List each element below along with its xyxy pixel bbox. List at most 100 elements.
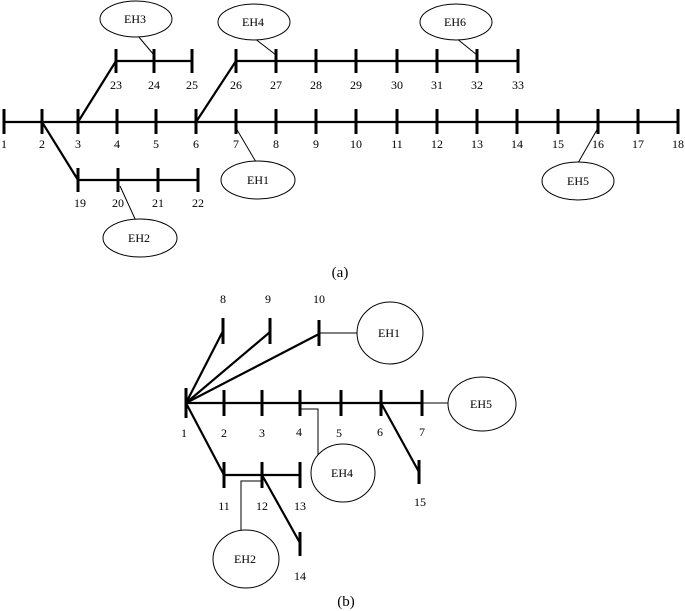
eh3-label: EH3 <box>124 12 146 26</box>
bus-bars-main-a <box>2 109 680 134</box>
energy-hub-eh3: EH3 <box>99 0 173 38</box>
bus-label: 9 <box>313 137 319 151</box>
eh5-ellipse <box>541 161 615 201</box>
eh1-connector <box>235 127 257 163</box>
bus-label: 12 <box>256 499 268 513</box>
bus-label: 8 <box>273 137 279 151</box>
energy-hub-eh5-b: EH5 <box>447 376 517 432</box>
energy-hub-eh4: EH4 <box>217 3 291 41</box>
bus-bars-upper-a <box>114 49 520 73</box>
bus-label: 25 <box>186 78 198 92</box>
bus-label: 6 <box>193 137 199 151</box>
eh2-label: EH2 <box>128 231 150 245</box>
eh6-label: EH6 <box>444 15 466 29</box>
branch-1-11 <box>185 402 225 476</box>
bus-label: 1 <box>181 426 187 440</box>
bus-label: 8 <box>220 292 226 306</box>
bus-label: 18 <box>672 137 684 151</box>
branch-3-23 <box>77 60 117 123</box>
energy-hub-eh1-b: EH1 <box>356 301 424 365</box>
bus-label: 6 <box>377 425 383 439</box>
bus-label: 16 <box>592 137 604 151</box>
bus-label: 11 <box>218 499 230 513</box>
caption-a: (a) <box>332 265 349 281</box>
bus-label: 15 <box>414 495 426 509</box>
eh2-b-ellipse <box>212 529 280 589</box>
bus-label: 24 <box>148 78 160 92</box>
bus-label: 17 <box>632 137 644 151</box>
bus-label: 19 <box>74 196 86 210</box>
bus-label: 15 <box>552 137 564 151</box>
bus-label: 14 <box>511 137 523 151</box>
energy-hub-eh6: EH6 <box>419 3 493 41</box>
bus-label: 14 <box>294 569 306 583</box>
eh4-connector <box>253 37 277 56</box>
bus-label: 10 <box>313 292 325 306</box>
energy-hub-eh2-b: EH2 <box>212 529 280 589</box>
eh4-b-label: EH4 <box>331 466 353 480</box>
bus-label: 11 <box>391 137 403 151</box>
eh1-label: EH1 <box>247 173 269 187</box>
energy-hub-eh1: EH1 <box>220 160 296 200</box>
bus-label: 21 <box>152 196 164 210</box>
bus-label: 2 <box>221 426 227 440</box>
eh1-b-ellipse <box>356 301 424 365</box>
bus-label: 23 <box>110 78 122 92</box>
bus-label: 3 <box>75 137 81 151</box>
eh3-connector <box>137 35 155 56</box>
branch-1-9 <box>185 331 271 404</box>
bus-label: 9 <box>265 292 271 306</box>
bus-label: 7 <box>233 137 239 151</box>
eh2-b-connector <box>240 480 262 537</box>
eh5-b-ellipse <box>447 376 517 432</box>
bus-bars-lower-a <box>76 168 200 192</box>
bus-labels-b: 1 2 3 4 5 6 7 8 9 10 11 12 13 14 15 <box>181 292 426 583</box>
energy-hub-eh5: EH5 <box>541 161 615 201</box>
caption-b: (b) <box>337 594 355 610</box>
eh1-ellipse <box>220 160 296 200</box>
diagram-b: 1 2 3 4 5 6 7 8 9 10 11 12 13 14 15 EH1 <box>181 292 517 610</box>
eh4-label: EH4 <box>242 15 264 29</box>
branch-6-15 <box>380 402 420 473</box>
eh3-ellipse <box>99 0 173 38</box>
eh5-label: EH5 <box>567 174 589 188</box>
energy-hub-eh4-b: EH4 <box>310 443 376 503</box>
bus-label: 12 <box>431 137 443 151</box>
eh2-b-label: EH2 <box>234 552 256 566</box>
energy-hub-eh2: EH2 <box>102 218 178 258</box>
eh6-ellipse <box>419 3 493 41</box>
bus-label: 28 <box>310 78 322 92</box>
bus-label: 7 <box>419 425 425 439</box>
bus-label: 20 <box>112 196 124 210</box>
eh5-connector <box>577 127 599 164</box>
bus-label: 30 <box>391 78 403 92</box>
bus-label: 26 <box>230 78 242 92</box>
eh2-connector <box>119 185 137 222</box>
bus-label: 29 <box>350 78 362 92</box>
branch-6-26 <box>195 60 237 123</box>
branch-1-8 <box>185 330 224 404</box>
bus-label: 2 <box>39 137 45 151</box>
bus-label: 13 <box>471 137 483 151</box>
bus-label: 13 <box>294 499 306 513</box>
eh5-b-label: EH5 <box>470 397 492 411</box>
bus-label: 1 <box>1 137 7 151</box>
bus-label: 5 <box>336 426 342 440</box>
eh4-b-connector <box>300 408 319 458</box>
bus-label: 33 <box>512 78 524 92</box>
bus-label: 10 <box>350 137 362 151</box>
bus-label: 4 <box>296 425 302 439</box>
bus-label: 31 <box>431 78 443 92</box>
eh6-connector <box>455 37 478 56</box>
bus-labels-a: 1 2 3 4 5 6 7 8 9 10 11 12 13 14 15 16 1… <box>1 78 684 210</box>
eh4-b-ellipse <box>310 443 376 503</box>
bus-label: 4 <box>114 137 120 151</box>
bus-label: 5 <box>153 137 159 151</box>
eh4-ellipse <box>217 3 291 41</box>
branch-1-10 <box>185 333 320 404</box>
diagram-a: 1 2 3 4 5 6 7 8 9 10 11 12 13 14 15 16 1… <box>1 0 684 281</box>
bus-bars-b <box>184 318 424 556</box>
bus-label: 27 <box>270 78 282 92</box>
bus-label: 22 <box>192 196 204 210</box>
